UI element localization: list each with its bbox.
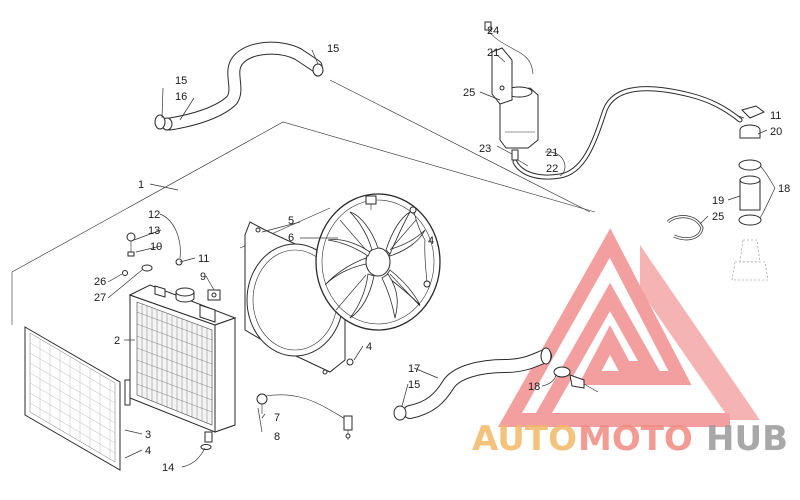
radiator <box>124 284 237 450</box>
callout-4-shroud: 4 <box>366 341 372 353</box>
callout-11-rad: 11 <box>198 253 209 265</box>
callout-27: 27 <box>94 292 106 304</box>
overflow-hoses <box>512 86 743 180</box>
callout-18-neck: 18 <box>778 183 790 195</box>
overflow-tank <box>484 21 539 161</box>
temperature-switch <box>256 393 353 440</box>
callout-25-clamp: 25 <box>712 211 724 223</box>
callout-15-bottom: 15 <box>408 379 420 391</box>
callout-5: 5 <box>288 215 294 227</box>
callout-3: 3 <box>145 429 151 441</box>
callout-9: 9 <box>200 271 206 283</box>
callout-labels: 24 21 25 23 22 21 11 20 18 19 25 15 15 1… <box>94 25 790 474</box>
callout-23: 23 <box>479 143 491 155</box>
watermark-auto: AUTO <box>472 419 577 459</box>
callout-11-neck: 11 <box>770 110 781 122</box>
callout-4-fan: 4 <box>428 235 434 247</box>
screen-panel <box>24 326 121 471</box>
watermark-hub: HUB <box>706 419 788 459</box>
watermark-text: AUTO MOTO HUB <box>472 419 788 459</box>
callout-21-top: 21 <box>487 47 499 59</box>
leader-lines <box>107 27 776 468</box>
callout-24: 24 <box>487 25 499 37</box>
callout-13: 13 <box>148 225 160 237</box>
cooling-fan <box>315 193 441 331</box>
callout-4-screen: 4 <box>145 445 151 457</box>
lower-hose <box>393 347 599 421</box>
callout-8: 8 <box>274 431 280 443</box>
callout-26: 26 <box>94 276 106 288</box>
callout-1: 1 <box>138 179 144 191</box>
callout-20: 20 <box>770 126 782 138</box>
callout-22: 22 <box>546 163 558 175</box>
callout-12: 12 <box>148 209 160 221</box>
callout-17: 17 <box>408 363 420 375</box>
callout-10: 10 <box>150 241 162 253</box>
callout-6: 6 <box>288 232 294 244</box>
callout-15-hose-top: 15 <box>327 43 339 55</box>
callout-14: 14 <box>162 462 174 474</box>
callout-18-bottom: 18 <box>528 381 540 393</box>
callout-16: 16 <box>175 91 187 103</box>
upper-hose <box>154 41 324 131</box>
fan-bolts <box>346 206 431 366</box>
filler-neck <box>666 105 769 281</box>
callout-25-tank: 25 <box>463 87 475 99</box>
callout-2: 2 <box>114 335 120 347</box>
callout-19: 19 <box>712 195 724 207</box>
callout-7: 7 <box>274 412 280 424</box>
watermark-triangle-logo <box>498 228 760 427</box>
watermark-moto: MOTO <box>578 419 693 459</box>
radiator-hardware <box>122 232 221 301</box>
callout-21-hose: 21 <box>546 147 558 159</box>
callout-15-left: 15 <box>175 75 187 87</box>
